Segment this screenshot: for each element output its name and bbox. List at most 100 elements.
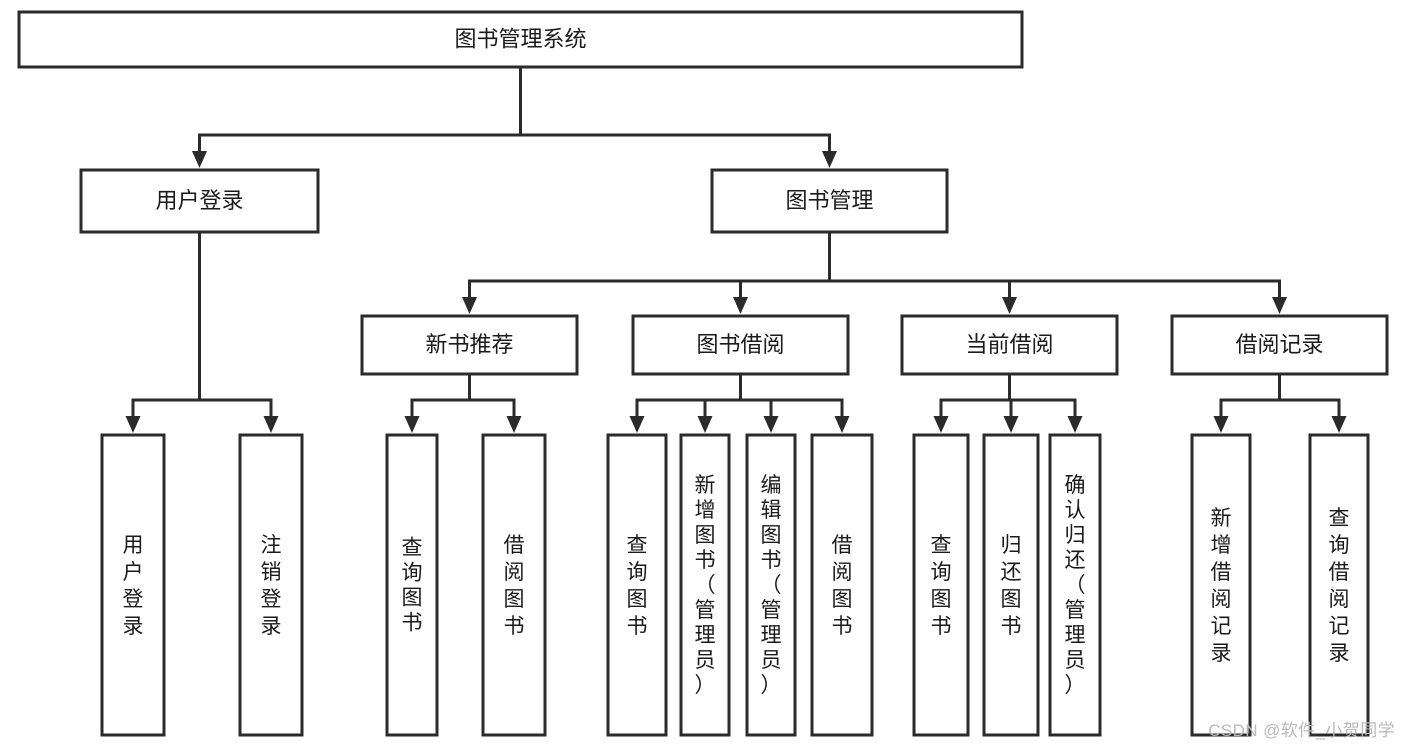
node-box-current-borrow bbox=[900, 314, 1119, 376]
node-user-login-do[interactable]: 用户登录 bbox=[100, 433, 166, 737]
connector-line bbox=[1278, 374, 1341, 416]
node-label-borrow-book-2: 借阅图书 bbox=[832, 534, 853, 638]
connector-book-manage-to-current-borrow bbox=[828, 232, 1017, 314]
node-label-confirm-return-admin: 确认归还（管理员） bbox=[1065, 474, 1086, 697]
connector-book-manage-to-new-book-rec bbox=[462, 232, 831, 314]
node-box-book-manage bbox=[710, 168, 949, 234]
node-book-borrow[interactable]: 图书借阅 bbox=[631, 314, 850, 376]
arrow-head-icon bbox=[822, 151, 837, 168]
connector-line bbox=[198, 232, 273, 416]
node-box-book-borrow bbox=[631, 314, 850, 376]
arrow-head-icon bbox=[763, 416, 779, 433]
arrow-head-icon bbox=[697, 416, 713, 433]
node-root[interactable]: 图书管理系统 bbox=[17, 10, 1024, 69]
node-box-query-book-1 bbox=[385, 433, 439, 737]
node-borrow-record[interactable]: 借阅记录 bbox=[1170, 314, 1389, 376]
node-box-borrow-book-1 bbox=[481, 433, 547, 737]
node-box-return-book bbox=[982, 433, 1040, 737]
node-user-logout[interactable]: 注销登录 bbox=[238, 433, 304, 737]
connector-line bbox=[468, 232, 831, 297]
connector-line bbox=[468, 374, 516, 416]
node-borrow-book-1[interactable]: 借阅图书 bbox=[481, 433, 547, 737]
node-label-user-logout: 注销登录 bbox=[261, 534, 282, 638]
connector-new-book-rec-to-query-book-1 bbox=[404, 374, 471, 433]
node-label-query-book-3: 查询图书 bbox=[931, 534, 952, 638]
node-query-book-2[interactable]: 查询图书 bbox=[606, 433, 668, 737]
node-label-borrow-record: 借阅记录 bbox=[1235, 332, 1323, 357]
connector-book-borrow-to-edit-book-admin bbox=[739, 374, 779, 433]
connector-new-book-rec-to-borrow-book-1 bbox=[468, 374, 522, 433]
node-label-add-borrow-record: 新增借阅记录 bbox=[1211, 507, 1232, 665]
connector-line bbox=[635, 374, 742, 416]
node-box-root bbox=[17, 10, 1024, 69]
connector-line bbox=[739, 374, 844, 416]
node-box-user-logout bbox=[238, 433, 304, 737]
node-box-borrow-book-2 bbox=[810, 433, 874, 737]
node-label-query-book-1: 查询图书 bbox=[402, 537, 423, 635]
arrow-head-icon bbox=[192, 151, 207, 168]
node-query-book-3[interactable]: 查询图书 bbox=[912, 433, 970, 737]
node-add-book-admin[interactable]: 新增图书（管理员） bbox=[679, 433, 731, 737]
node-box-confirm-return-admin bbox=[1048, 433, 1102, 737]
node-label-query-borrow-record: 查询借阅记录 bbox=[1329, 507, 1350, 665]
node-add-borrow-record[interactable]: 新增借阅记录 bbox=[1190, 433, 1252, 737]
connector-line bbox=[703, 374, 742, 416]
connector-borrow-record-to-query-borrow-record bbox=[1278, 374, 1347, 433]
node-box-user-login-do bbox=[100, 433, 166, 737]
node-label-user-login: 用户登录 bbox=[155, 188, 243, 213]
arrow-head-icon bbox=[125, 416, 141, 433]
arrow-head-icon bbox=[629, 416, 645, 433]
connector-root-to-book-manage bbox=[519, 67, 837, 168]
node-query-book-1[interactable]: 查询图书 bbox=[385, 433, 439, 737]
connector-current-borrow-to-confirm-return-admin bbox=[1008, 374, 1083, 433]
node-query-borrow-record[interactable]: 查询借阅记录 bbox=[1308, 433, 1370, 737]
arrow-head-icon bbox=[1003, 416, 1019, 433]
node-box-edit-book-admin bbox=[745, 433, 797, 737]
arrow-head-icon bbox=[1002, 297, 1017, 314]
node-edit-book-admin[interactable]: 编辑图书（管理员） bbox=[745, 433, 797, 737]
node-borrow-book-2[interactable]: 借阅图书 bbox=[810, 433, 874, 737]
arrow-head-icon bbox=[506, 416, 522, 433]
node-label-book-borrow: 图书借阅 bbox=[696, 332, 784, 357]
connector-line bbox=[198, 67, 522, 151]
node-user-login[interactable]: 用户登录 bbox=[79, 168, 320, 234]
connector-book-borrow-to-add-book-admin bbox=[697, 374, 742, 433]
connector-layer bbox=[125, 67, 1347, 433]
node-return-book[interactable]: 归还图书 bbox=[982, 433, 1040, 737]
arrow-head-icon bbox=[1331, 416, 1347, 433]
connector-line bbox=[1219, 374, 1281, 416]
arrow-head-icon bbox=[462, 297, 477, 314]
node-box-add-book-admin bbox=[679, 433, 731, 737]
node-label-current-borrow: 当前借阅 bbox=[965, 332, 1053, 357]
arrow-head-icon bbox=[1067, 416, 1083, 433]
connector-root-to-user-login bbox=[192, 67, 522, 168]
node-confirm-return-admin[interactable]: 确认归还（管理员） bbox=[1048, 433, 1102, 737]
connector-user-login-to-user-login-do bbox=[125, 232, 201, 433]
arrow-head-icon bbox=[733, 297, 748, 314]
node-label-return-book: 归还图书 bbox=[1001, 534, 1022, 638]
connector-line bbox=[828, 232, 1011, 297]
arrow-head-icon bbox=[404, 416, 420, 433]
connector-line bbox=[1008, 374, 1077, 416]
node-box-user-login bbox=[79, 168, 320, 234]
node-box-add-borrow-record bbox=[1190, 433, 1252, 737]
arrow-head-icon bbox=[1213, 416, 1229, 433]
node-label-new-book-rec: 新书推荐 bbox=[425, 332, 513, 357]
arrow-head-icon bbox=[263, 416, 279, 433]
connector-book-borrow-to-query-book-2 bbox=[629, 374, 742, 433]
node-book-manage[interactable]: 图书管理 bbox=[710, 168, 949, 234]
connector-line bbox=[739, 374, 773, 416]
arrow-head-icon bbox=[834, 416, 850, 433]
node-box-query-book-2 bbox=[606, 433, 668, 737]
connector-line bbox=[939, 374, 1011, 416]
arrow-head-icon bbox=[1272, 297, 1287, 314]
connector-current-borrow-to-query-book-3 bbox=[933, 374, 1011, 433]
connector-line bbox=[131, 232, 201, 416]
node-box-query-borrow-record bbox=[1308, 433, 1370, 737]
connector-line bbox=[828, 232, 1281, 297]
node-label-borrow-book-1: 借阅图书 bbox=[504, 534, 525, 638]
node-current-borrow[interactable]: 当前借阅 bbox=[900, 314, 1119, 376]
node-label-user-login-do: 用户登录 bbox=[123, 534, 144, 638]
node-new-book-rec[interactable]: 新书推荐 bbox=[360, 314, 579, 376]
